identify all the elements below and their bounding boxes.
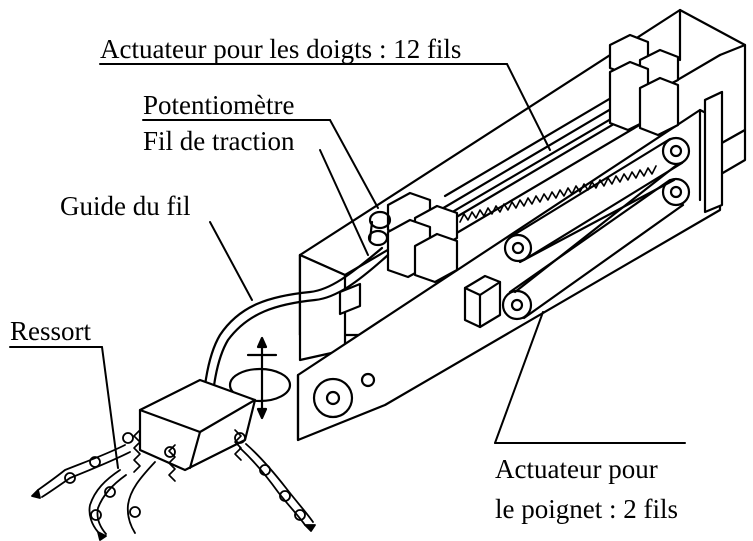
wrist-actuator-block — [463, 274, 502, 329]
label-wrist-actuator-line1: Actuateur pour — [495, 454, 658, 484]
label-traction-wire: Fil de traction — [143, 126, 295, 156]
finger-spring-coil — [459, 165, 657, 223]
right-blocks — [608, 33, 680, 137]
finger-chains — [31, 432, 316, 541]
wrist-belts — [508, 137, 685, 320]
label-wire-guide: Guide du fil — [60, 191, 191, 221]
finger-springs — [133, 429, 242, 482]
side-plate — [296, 90, 724, 442]
left-blocks — [386, 191, 459, 284]
leader-lines — [9, 63, 686, 469]
potentiometer — [367, 210, 392, 247]
label-potentiometer: Potentiomètre — [143, 90, 295, 120]
wrist-dial — [228, 336, 292, 420]
label-spring: Ressort — [10, 316, 91, 346]
label-wrist-actuator-line2: le poignet : 2 fils — [495, 494, 678, 524]
label-finger-actuator: Actuateur pour les doigts : 12 fils — [100, 34, 462, 64]
pulleys — [312, 136, 691, 419]
